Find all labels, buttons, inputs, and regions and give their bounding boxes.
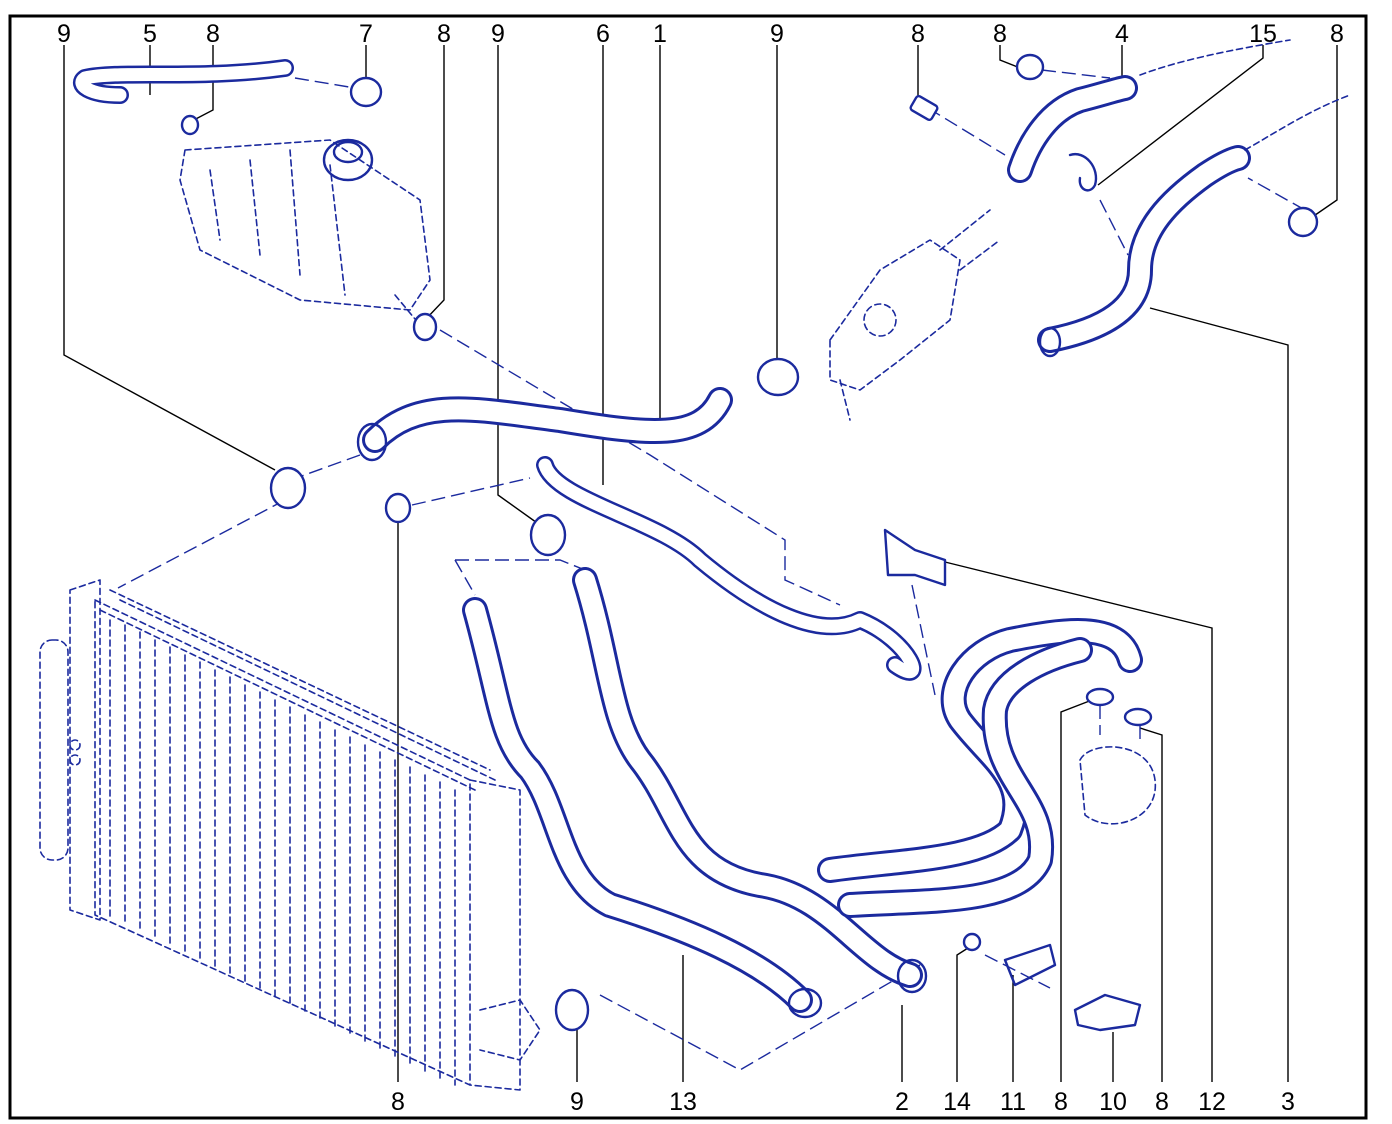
expansion-tank [179, 138, 431, 326]
clamp-8-tank [412, 312, 438, 342]
callout-1: 1 [653, 20, 667, 48]
callout-11: 11 [1000, 1088, 1026, 1116]
hose-6 [536, 456, 922, 681]
clamp-8-breather [180, 114, 200, 136]
callout-7: 7 [359, 20, 373, 48]
clamp-9-lower [554, 988, 590, 1032]
callout-14: 14 [943, 1088, 971, 1116]
bracket-12 [883, 528, 947, 587]
clamp-8-heater-left [1085, 687, 1115, 707]
hose-3 [1037, 94, 1351, 358]
callout-6: 6 [596, 20, 610, 48]
callout-13: 13 [669, 1088, 697, 1116]
callout-12: 12 [1198, 1088, 1226, 1116]
callout-8: 8 [437, 20, 451, 48]
callout-10: 10 [1099, 1088, 1127, 1116]
bolt-14 [962, 932, 982, 952]
callout-5: 5 [143, 20, 157, 48]
clamps [180, 53, 1319, 1032]
callout-9: 9 [770, 20, 784, 48]
callout-8: 8 [1155, 1088, 1169, 1116]
clip-15 [1068, 152, 1098, 192]
hose-1 [356, 387, 733, 462]
hose-5 [73, 59, 294, 104]
heater-hoses [817, 618, 1143, 918]
diagram-frame [8, 14, 1368, 1120]
radiator-fins [109, 619, 456, 1086]
cap-7 [349, 76, 383, 108]
clamp-9-thermostat [756, 357, 800, 397]
callout-8: 8 [993, 20, 1007, 48]
callout-15: 15 [1249, 20, 1277, 48]
clamp-8-hose4 [1015, 53, 1045, 81]
leader-lines [63, 45, 1338, 1082]
clip-10 [1073, 993, 1142, 1032]
clamp-9-upper-mid [529, 513, 567, 557]
callout-2: 2 [895, 1088, 909, 1116]
hose-2 [572, 567, 928, 994]
callout-9: 9 [570, 1088, 584, 1116]
radiator-assembly [39, 579, 541, 1091]
callout-8: 8 [391, 1088, 405, 1116]
hose-13 [462, 597, 823, 1019]
bracket-11 [1003, 943, 1057, 987]
callout-8: 8 [206, 20, 220, 48]
hose-4 [1007, 39, 1291, 183]
callout-8: 8 [1054, 1088, 1068, 1116]
sensor-8 [909, 94, 939, 122]
callout-9: 9 [491, 20, 505, 48]
clamp-8-bypass [384, 492, 412, 524]
callout-9: 9 [57, 20, 71, 48]
callouts-bottom: 8 9 13 2 14 11 8 10 8 12 3 [391, 1088, 1295, 1116]
thermostat-housing [829, 209, 1001, 421]
callout-4: 4 [1115, 20, 1129, 48]
clamp-9-upper-left [269, 466, 307, 510]
clamp-8-hose3 [1287, 206, 1319, 238]
callout-8: 8 [1330, 20, 1344, 48]
clamp-8-heater-right [1123, 707, 1153, 727]
callout-3: 3 [1281, 1088, 1295, 1116]
callouts-top: 9 5 8 7 8 9 6 1 9 8 8 4 15 8 [57, 20, 1344, 48]
callout-8: 8 [911, 20, 925, 48]
heater-core [1079, 746, 1156, 825]
